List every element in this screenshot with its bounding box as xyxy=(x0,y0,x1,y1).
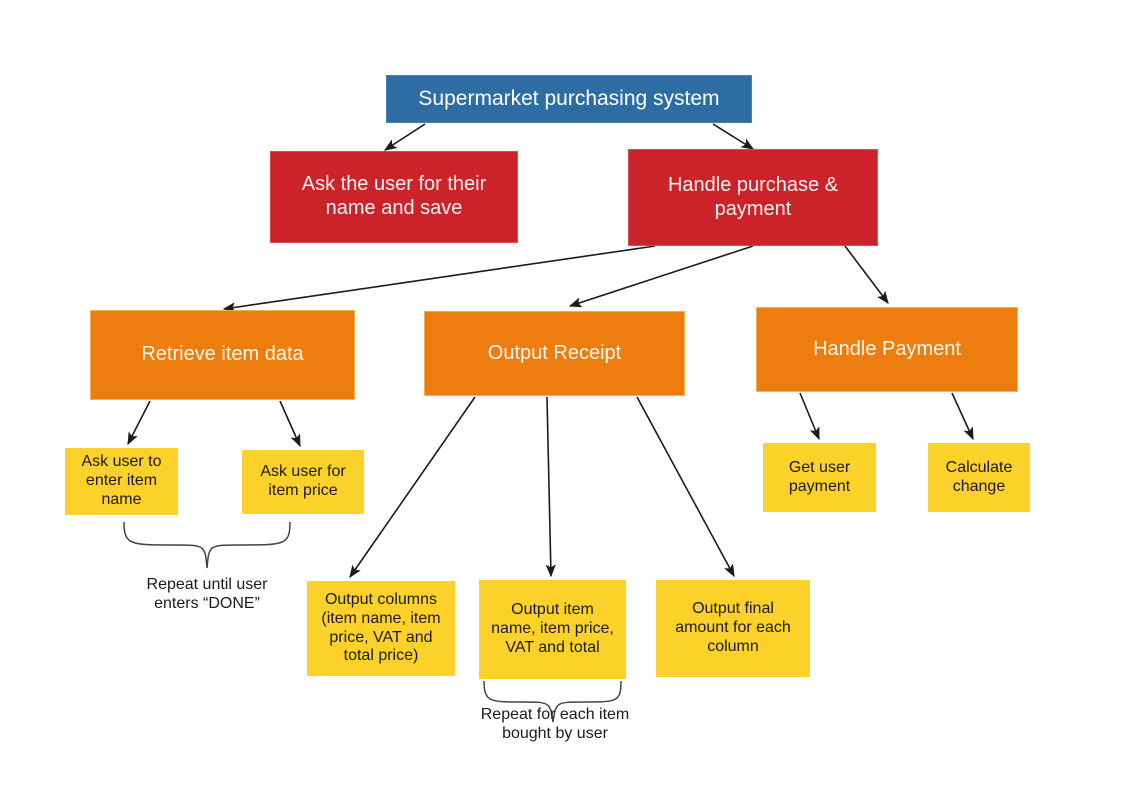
node-ask-item-name[interactable]: Ask user to enter item name xyxy=(65,448,178,515)
node-output-columns[interactable]: Output columns (item name, item price, V… xyxy=(307,581,455,676)
node-label: Supermarket purchasing system xyxy=(418,86,720,110)
node-retrieve-item-data[interactable]: Retrieve item data xyxy=(90,310,355,400)
node-label: Get user payment xyxy=(788,458,851,495)
brace-retrieve-label: Repeat until user enters “DONE” xyxy=(146,576,268,613)
brace-receipt-label: Repeat for each item bought by user xyxy=(480,706,630,743)
edge-handle-purchase-to-output-receipt xyxy=(568,245,754,308)
node-label: Handle purchase & payment xyxy=(667,173,839,220)
edge-handle-payment-to-calculate-change xyxy=(951,392,974,441)
node-label: Calculate change xyxy=(945,458,1013,495)
node-output-item-line[interactable]: Output item name, item price, VAT and to… xyxy=(479,580,626,679)
node-output-receipt[interactable]: Output Receipt xyxy=(424,311,685,396)
edge-output-receipt-to-output-item-line xyxy=(545,396,556,578)
node-handle-purchase[interactable]: Handle purchase & payment xyxy=(628,149,878,246)
node-label: Ask the user for their name and save xyxy=(301,173,487,219)
node-label: Ask user to enter item name xyxy=(81,453,162,508)
node-label: Output item name, item price, VAT and to… xyxy=(491,601,614,656)
edge-handle-purchase-to-retrieve-item-data xyxy=(222,245,656,313)
node-label: Output Receipt xyxy=(487,341,622,364)
node-label: Output final amount for each column xyxy=(675,600,791,655)
node-ask-name[interactable]: Ask the user for their name and save xyxy=(270,151,518,243)
edge-retrieve-item-data-to-ask-item-name xyxy=(127,400,151,446)
node-label: Retrieve item data xyxy=(141,343,304,366)
edge-output-receipt-to-output-columns xyxy=(349,396,476,579)
edge-output-receipt-to-output-final-amount xyxy=(636,396,735,578)
edge-handle-purchase-to-handle-payment xyxy=(844,245,889,305)
edge-retrieve-item-data-to-ask-item-price xyxy=(279,400,301,448)
node-output-final-amount[interactable]: Output final amount for each column xyxy=(656,580,810,677)
edge-root-to-handle-purchase xyxy=(712,123,755,150)
node-ask-item-price[interactable]: Ask user for item price xyxy=(242,450,364,514)
node-calculate-change[interactable]: Calculate change xyxy=(928,443,1030,512)
node-handle-payment[interactable]: Handle Payment xyxy=(756,307,1018,392)
node-root[interactable]: Supermarket purchasing system xyxy=(386,75,752,123)
edge-root-to-ask-name xyxy=(383,123,426,151)
edge-handle-payment-to-get-user-payment xyxy=(799,392,820,441)
node-label: Handle Payment xyxy=(813,337,961,360)
node-label: Ask user for item price xyxy=(260,463,346,499)
node-get-user-payment[interactable]: Get user payment xyxy=(763,443,876,512)
brace-retrieve xyxy=(123,521,291,569)
node-label: Output columns (item name, item price, V… xyxy=(321,590,441,665)
